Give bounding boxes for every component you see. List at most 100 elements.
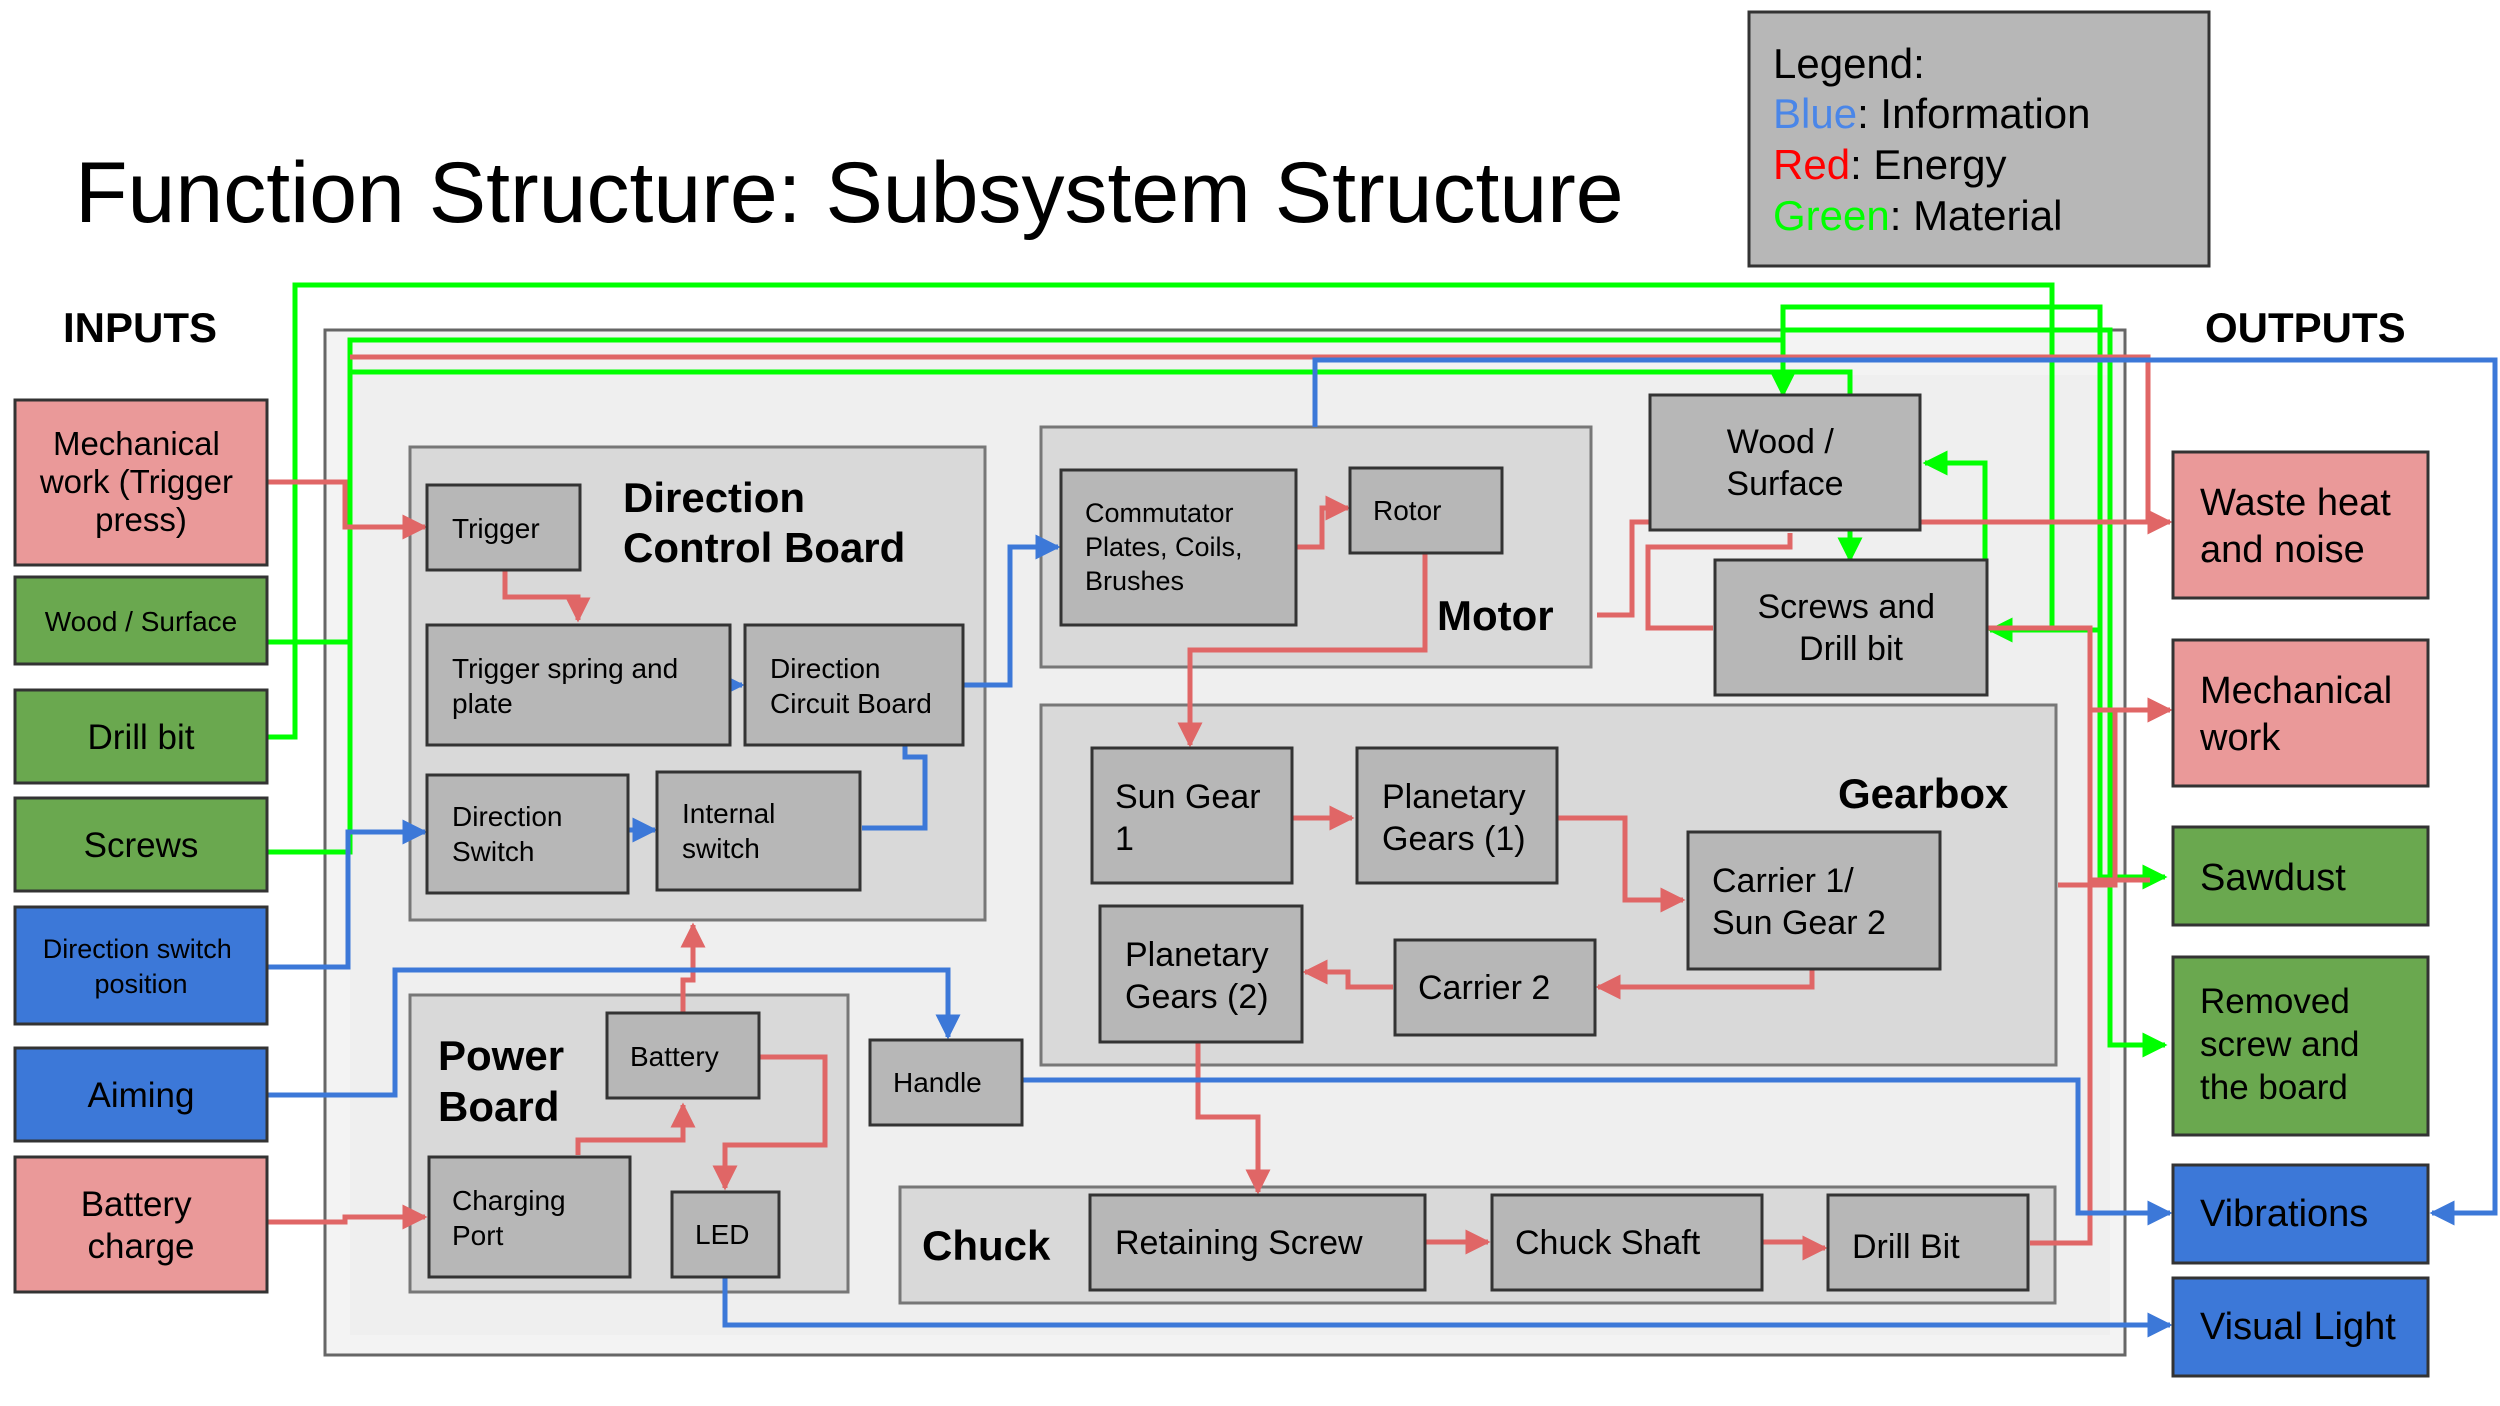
block-led-label: LED (695, 1219, 749, 1250)
input-aiming (13, 1046, 269, 1143)
block-carrier-2-label: Carrier 2 (1418, 969, 1550, 1007)
blocks (425, 393, 2030, 1292)
flow-carrier1-to-carrier2 (1595, 968, 1815, 1000)
output-mechanical-work (2171, 638, 2430, 788)
input-drill-bit (13, 688, 269, 785)
block-trigger (425, 483, 582, 572)
block-chuck-shaft (1490, 1193, 1764, 1292)
block-internal-switch (655, 770, 862, 892)
inputs-column: Mechanical work (Trigger press) Wood / S… (13, 398, 269, 1294)
legend-heading: Legend: (1773, 40, 1925, 87)
flow-aiming-info (268, 967, 961, 1098)
block-labels: Trigger Trigger spring and plate Directi… (452, 423, 1960, 1266)
legend: Legend: Blue: Information Red: Energy Gr… (1747, 10, 2211, 268)
flow-wood-to-screws-material (1780, 304, 2168, 890)
output-sawdust-label: Sawdust (2200, 857, 2346, 899)
flow-screws-to-mechanical-work (1645, 533, 1793, 631)
block-trigger-label: Trigger (452, 513, 540, 544)
block-retaining-screw (1088, 1193, 1427, 1292)
block-retaining-screw-label: Retaining Screw (1115, 1224, 1363, 1262)
input-battery-charge (13, 1155, 269, 1294)
flow-led-to-visual-light (722, 1277, 2173, 1338)
block-handle-label: Handle (893, 1067, 982, 1098)
input-drill-bit-label: Drill bit (88, 718, 195, 757)
block-sun-gear-1-label: Sun Gear 1 (1115, 778, 1270, 858)
direction-title-line-2: Control Board (623, 524, 905, 571)
legend-material: Green: Material (1773, 192, 2062, 239)
input-mechanical-work (13, 398, 269, 567)
block-wood-surface-label: Wood / Surface (1726, 423, 1843, 503)
flow-battery-charge (268, 1204, 428, 1230)
block-trigger-spring-label: Trigger spring and plate (452, 653, 686, 719)
legend-energy: Red: Energy (1773, 141, 2006, 188)
output-waste-heat-label: Waste heat and noise (2200, 482, 2401, 571)
block-carrier-1 (1686, 830, 1942, 971)
input-mechanical-work-label: Mechanical work (Trigger press) (39, 425, 242, 538)
flow-handle-to-vibrations (1022, 1077, 2173, 1226)
output-mechanical-work-label: Mechanical work (2199, 670, 2403, 759)
outputs-heading: OUTPUTS (2205, 304, 2406, 351)
block-commutator-label: Commutator Plates, Coils, Brushes (1085, 498, 1250, 596)
power-title-line-1: Power (438, 1032, 564, 1079)
flow-frame-to-waste (350, 354, 2151, 522)
flow-shaft-to-drillbit (1762, 1235, 1828, 1261)
block-planetary-2-label: Planetary Gears (2) (1125, 936, 1278, 1016)
block-drill-bit-label: Drill Bit (1852, 1228, 1960, 1266)
input-wood-surface (13, 575, 269, 666)
flow-direction-switch-info (268, 819, 428, 970)
flow-planetary1-to-carrier1 (1558, 815, 1686, 913)
block-direction-switch (425, 773, 630, 895)
flow-battery-to-direction-board (680, 922, 706, 1012)
block-chuck-shaft-label: Chuck Shaft (1515, 1224, 1701, 1262)
block-charging-port (427, 1155, 632, 1279)
legend-information-text: : Information (1857, 90, 2090, 137)
flow-sawdust-material (1783, 327, 2168, 1058)
legend-energy-word: Red (1773, 141, 1850, 188)
block-battery-label: Battery (630, 1041, 719, 1072)
inputs-heading: INPUTS (63, 304, 217, 351)
block-commutator (1059, 468, 1298, 627)
block-direction-circuit (743, 623, 965, 747)
motor-title: Motor (1437, 592, 1554, 639)
block-battery (605, 1011, 761, 1100)
legend-energy-text: : Energy (1850, 141, 2006, 188)
page-title: Function Structure: Subsystem Structure (75, 145, 1624, 241)
flow-drillbit-to-mechanical (2030, 697, 2173, 1246)
block-handle (868, 1038, 1024, 1127)
block-rotor-label: Rotor (1373, 495, 1441, 526)
input-direction-switch-position (13, 905, 269, 1026)
legend-material-word: Green (1773, 192, 1890, 239)
outputs-column: Waste heat and noise Mechanical work Saw… (2171, 450, 2430, 1378)
flow-carrier2-to-planetary2 (1302, 959, 1393, 990)
block-planetary-1-label: Planetary Gears (1) (1382, 778, 1535, 858)
direction-title-line-1: Direction (623, 474, 805, 521)
flow-trigger-energy (268, 479, 428, 540)
block-direction-circuit-label: Direction Circuit Board (770, 653, 932, 719)
legend-information: Blue: Information (1773, 90, 2091, 137)
input-screws (13, 796, 269, 893)
output-removed-screw (2171, 955, 2430, 1137)
chuck-title: Chuck (922, 1222, 1051, 1269)
power-board-title: Power Board (438, 1032, 576, 1130)
direction-control-board-title: Direction Control Board (623, 474, 905, 571)
flow-charging-to-battery (575, 1102, 696, 1155)
block-screws-drill-label: Screws and Drill bit (1757, 588, 1944, 668)
flow-screws-loop-material (1922, 450, 1988, 593)
output-sawdust (2171, 825, 2430, 927)
block-direction-switch-label: Direction Switch (452, 801, 570, 867)
legend-information-word: Blue (1773, 90, 1857, 137)
block-internal-switch-label: Internal switch (682, 798, 783, 864)
input-direction-switch-position-label: Direction switch position (43, 934, 240, 999)
output-removed-screw-label: Removed screw and the board (2200, 982, 2369, 1107)
flow-rotor-to-sungear (1177, 553, 1428, 748)
block-carrier-2 (1393, 938, 1597, 1037)
output-visual-light (2171, 1276, 2430, 1378)
flow-battery-to-led (712, 1054, 828, 1191)
flow-circuit-to-commutator (963, 534, 1061, 688)
block-wood-surface (1648, 393, 1922, 532)
block-trigger-spring (425, 623, 732, 747)
block-planetary-1 (1355, 746, 1559, 885)
legend-box (1747, 10, 2211, 268)
block-screws-drill (1713, 558, 1989, 697)
